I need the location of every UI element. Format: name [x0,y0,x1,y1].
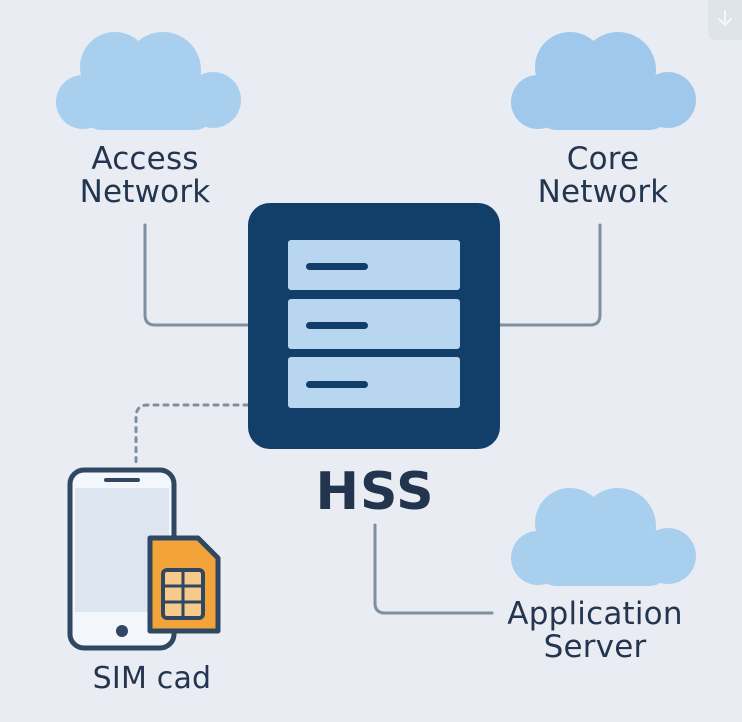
node-label-line: Access [91,141,199,177]
cloud-icon [56,32,241,130]
connector-core-network [498,223,602,327]
connector-application-server [373,523,494,615]
node-label-application-server: Application Server [490,596,700,666]
node-label-line: Core [566,141,640,177]
cloud-icon [511,488,696,586]
download-icon-graphic [718,10,732,26]
hss-label: HSS [315,462,435,522]
node-label-core-network: Core Network [518,141,688,211]
connector-sim-card [134,403,250,464]
sim-card-icon [147,535,221,634]
node-label-access-network: Access Network [60,141,230,211]
node-label-line: Network [537,174,669,211]
node-label-sim-card: SIM cad [92,661,212,696]
download-icon[interactable] [708,0,742,40]
cloud-icon [511,32,696,130]
node-label-line: Network [79,174,211,211]
connector-lines [134,223,602,615]
node-label-line: Application [507,596,683,632]
server-stack-icon [248,203,500,449]
node-label-line: Server [543,629,647,666]
connector-access-network [143,223,252,327]
